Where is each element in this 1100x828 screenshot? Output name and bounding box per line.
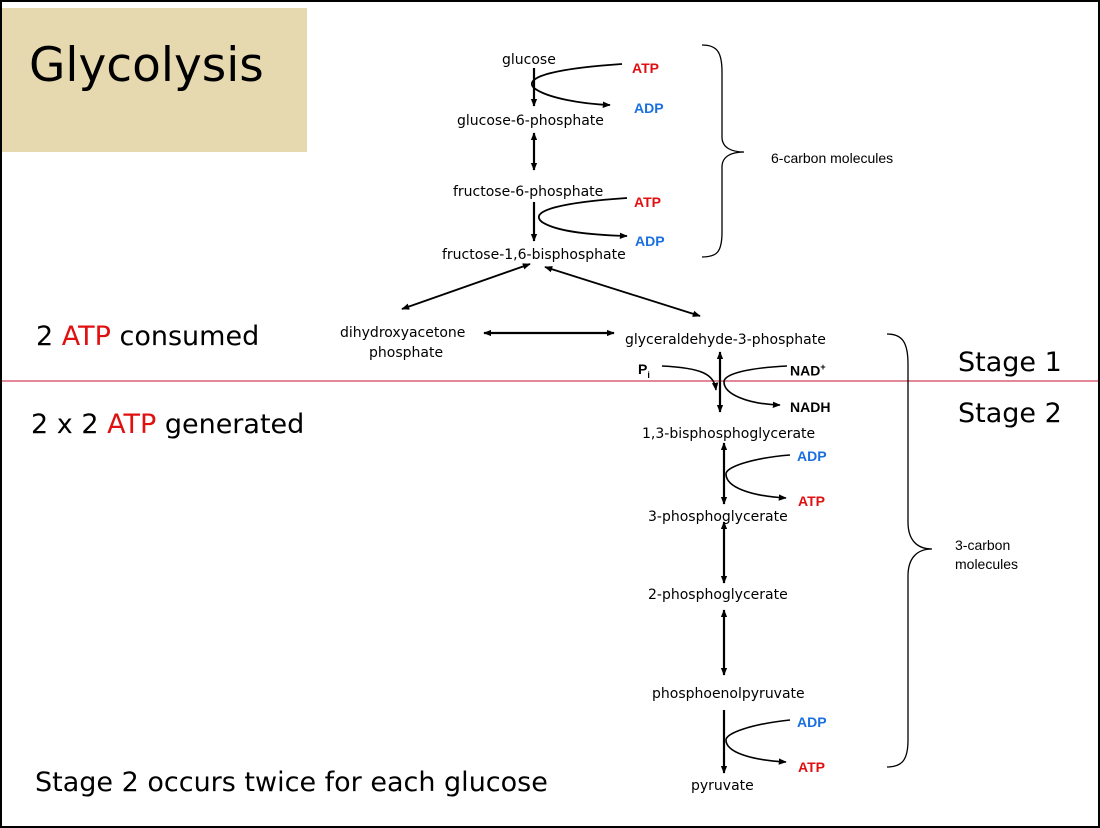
molecule-2-phosphoglycerate: 2-phosphoglycerate xyxy=(648,587,788,603)
cofactor-adp-1: ADP xyxy=(634,100,664,116)
label-three-carbon-line2: molecules xyxy=(955,556,1019,572)
arc-atp-to-adp-2 xyxy=(538,197,628,239)
cofactor-adp-3: ADP xyxy=(797,448,827,464)
arc-atp-to-adp-1 xyxy=(531,63,623,108)
cofactor-atp-1: ATP xyxy=(632,60,659,76)
molecule-pyruvate: pyruvate xyxy=(691,778,754,794)
slide-title: Glycolysis xyxy=(29,38,264,93)
molecule-fructose-6-phosphate: fructose-6-phosphate xyxy=(453,184,604,200)
molecule-3-phosphoglycerate: 3-phosphoglycerate xyxy=(648,509,788,525)
cofactor-nadh: NADH xyxy=(790,399,831,415)
arc-adp-to-atp-1 xyxy=(725,454,791,501)
brace-three-carbon xyxy=(886,333,933,768)
title-box xyxy=(2,8,307,152)
atp-generated-note: 2 x 2 ATP generated xyxy=(31,409,305,440)
cofactor-nad-plus: NAD+ xyxy=(790,362,826,379)
cofactor-atp-3: ATP xyxy=(798,493,825,509)
molecule-dhap-line2: phosphate xyxy=(369,345,444,361)
stage-1-label: Stage 1 xyxy=(958,347,1062,378)
molecule-glucose: glucose xyxy=(502,52,556,68)
footer-note: Stage 2 occurs twice for each glucose xyxy=(35,767,548,798)
arc-pi-in xyxy=(661,365,719,391)
arc-adp-to-atp-2 xyxy=(725,719,791,765)
molecule-phosphoenolpyruvate: phosphoenolpyruvate xyxy=(652,686,805,702)
cofactor-pi: Pi xyxy=(638,361,650,380)
molecule-glyceraldehyde-3-phosphate: glyceraldehyde-3-phosphate xyxy=(625,332,826,348)
brace-six-carbon xyxy=(701,44,745,258)
cofactor-atp-2: ATP xyxy=(634,194,661,210)
arrow-f16bp-g3p xyxy=(544,266,701,317)
cofactor-atp-4: ATP xyxy=(798,759,825,775)
molecule-dhap-line1: dihydroxyacetone xyxy=(340,325,466,341)
molecule-fructose-1-6-bisphosphate: fructose-1,6-bisphosphate xyxy=(442,247,626,263)
atp-consumed-note: 2 ATP consumed xyxy=(36,321,260,352)
molecule-glucose-6-phosphate: glucose-6-phosphate xyxy=(457,113,604,129)
label-three-carbon-line1: 3-carbon xyxy=(955,537,1011,553)
cofactor-adp-4: ADP xyxy=(797,714,827,730)
molecule-1-3-bisphosphoglycerate: 1,3-bisphosphoglycerate xyxy=(642,426,816,442)
arrow-f16bp-dhap xyxy=(401,263,531,310)
label-six-carbon-molecules: 6-carbon molecules xyxy=(771,150,894,166)
arc-nad-to-nadh xyxy=(723,365,788,408)
stage-2-label: Stage 2 xyxy=(958,398,1062,429)
cofactor-adp-2: ADP xyxy=(635,233,665,249)
